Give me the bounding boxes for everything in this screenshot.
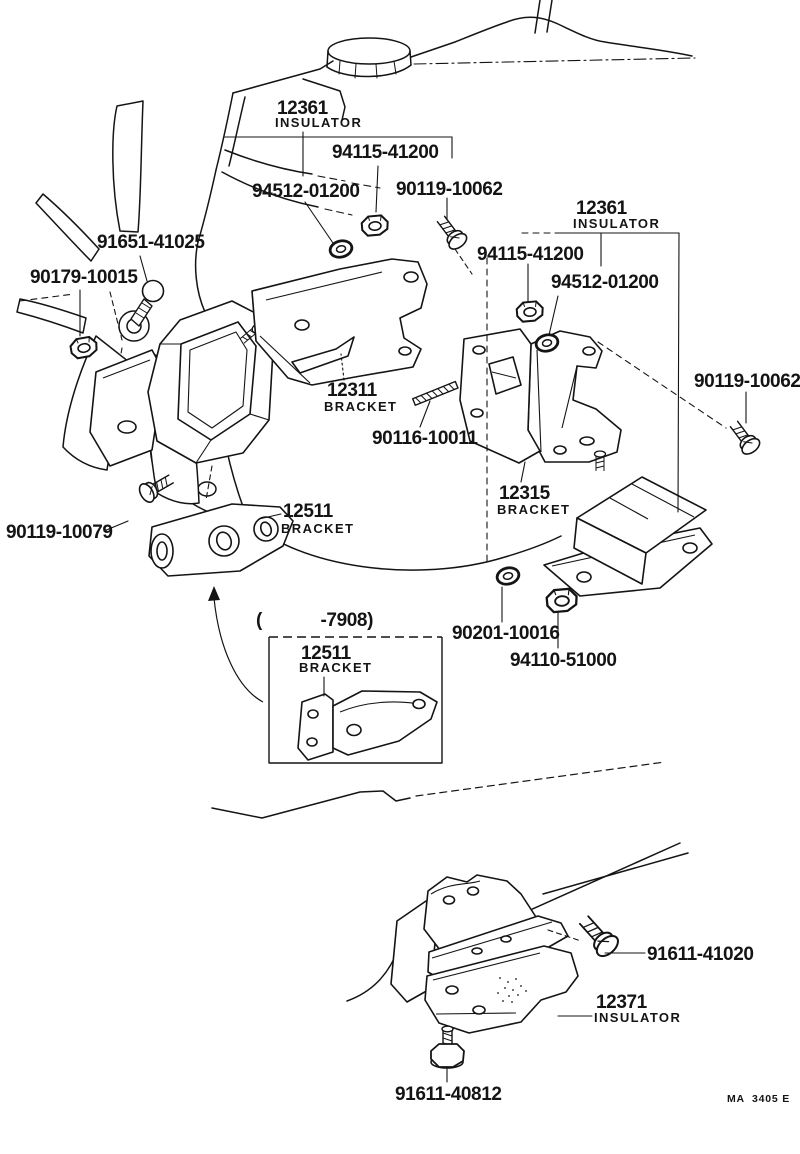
bolt-91611-lower <box>430 1025 465 1069</box>
stud-90116 <box>411 380 459 406</box>
bracket-12511-drawing <box>148 503 294 577</box>
part-number-12311: 12311 <box>327 380 377 401</box>
part-number-12371: 12371 <box>596 992 647 1013</box>
part-number-94512-right: 94512-01200 <box>551 272 659 293</box>
part-number-94512-top: 94512-01200 <box>252 181 360 202</box>
part-number-90179: 90179-10015 <box>30 267 138 288</box>
bracket-12311-drawing <box>251 258 428 386</box>
part-name-insulator-top: INSULATOR <box>275 115 363 130</box>
insulator-left-drawing <box>89 300 274 467</box>
page-code: MA 3405 E <box>727 1093 791 1105</box>
bracket-12315-drawing <box>459 328 622 464</box>
part-name-12315: BRACKET <box>497 502 571 517</box>
part-number-91611-lower: 91611-40812 <box>395 1084 502 1105</box>
nut-94115-right <box>515 299 545 324</box>
part-number-91611-upper: 91611-41020 <box>647 944 754 965</box>
bolt-91651 <box>130 279 165 327</box>
insulator-right-drawing <box>543 450 713 597</box>
part-number-94115-top: 94115-41200 <box>332 142 439 163</box>
part-number-12511-inset: 12511 <box>301 643 351 664</box>
part-number-insulator-top: 12361 <box>277 98 328 119</box>
washer-90201 <box>493 564 523 588</box>
leader-lines <box>19 131 747 1083</box>
part-number-12511: 12511 <box>283 501 333 522</box>
shading-stipple <box>497 977 527 1003</box>
inset-box <box>208 586 443 764</box>
part-number-90119-top: 90119-10062 <box>396 179 503 200</box>
part-number-90119-right: 90119-10062 <box>694 371 800 392</box>
bolt-90119-top <box>432 212 471 253</box>
insulator-rear-drawing <box>390 874 579 1034</box>
nut-94110 <box>544 587 579 614</box>
part-number-90119-side: 90119-10079 <box>6 522 113 543</box>
part-name-12311: BRACKET <box>324 399 398 414</box>
part-name-12371: INSULATOR <box>594 1010 682 1025</box>
part-name-12511-inset: BRACKET <box>299 660 373 675</box>
part-number-12315: 12315 <box>499 483 550 504</box>
inset-date-range-caption: ( -7908) <box>256 610 373 631</box>
nut-94115-top <box>360 213 390 238</box>
bolt-90119-right <box>725 417 764 458</box>
part-number-94115-right: 94115-41200 <box>477 244 584 265</box>
part-name-insulator-right: INSULATOR <box>573 216 661 231</box>
part-number-90201: 90201-10016 <box>452 623 560 644</box>
hardware <box>68 212 764 1069</box>
part-name-12511: BRACKET <box>281 521 355 536</box>
part-number-91651: 91651-41025 <box>97 232 205 253</box>
part-number-94110: 94110-51000 <box>510 650 617 671</box>
part-number-90116: 90116-10011 <box>372 428 478 449</box>
part-number-insulator-right: 12361 <box>576 198 627 219</box>
